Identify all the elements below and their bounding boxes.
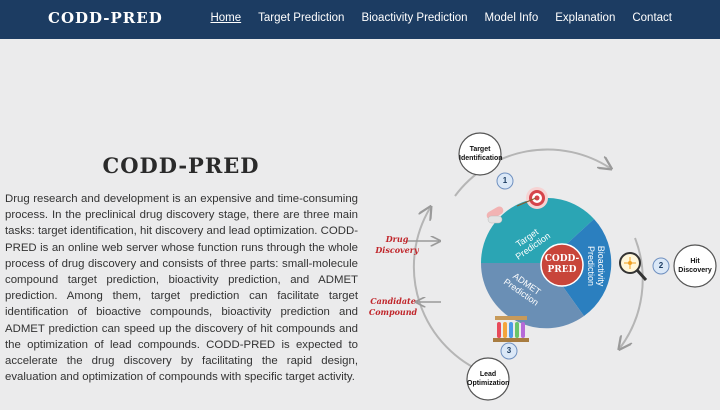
workflow-graphic bbox=[407, 132, 717, 401]
stage-target-identification-circle bbox=[458, 132, 502, 176]
nav-link-model-info[interactable]: Model Info bbox=[484, 12, 539, 24]
brand-logo[interactable]: CODD-PRED bbox=[48, 9, 163, 27]
step-3-number: 3 bbox=[506, 346, 512, 355]
nav-link-home[interactable]: Home bbox=[210, 12, 242, 24]
cycle-arc-left bbox=[412, 208, 486, 374]
magnifier-icon bbox=[619, 252, 648, 282]
step-2-marker bbox=[652, 257, 670, 275]
segment-target-prediction bbox=[480, 197, 594, 263]
navbar: CODD-PRED Home Target Prediction Bioacti… bbox=[0, 0, 720, 39]
drug-discovery-label: Drug Discovery bbox=[375, 234, 419, 255]
segment-bioactivity-prediction-label: Bioactivity Prediction bbox=[586, 245, 606, 287]
pill-icon bbox=[486, 206, 504, 224]
candidate-compound-label: Candidate Compound bbox=[368, 296, 418, 317]
step-1-number: 1 bbox=[502, 176, 508, 185]
center-label: CODD-PRED bbox=[544, 254, 580, 275]
hero-description: Drug research and development is an expe… bbox=[5, 193, 358, 384]
target-icon bbox=[516, 187, 548, 209]
workflow-diagram: Target Identification Hit Discovery Lead… bbox=[365, 128, 720, 408]
stage-lead-optimization-circle bbox=[466, 357, 510, 401]
segment-admet-prediction bbox=[480, 263, 584, 329]
cycle-arc-right bbox=[620, 237, 644, 348]
step-2-number: 2 bbox=[658, 261, 664, 270]
stage-hit-discovery-circle bbox=[673, 244, 717, 288]
step-1-marker bbox=[496, 172, 514, 190]
nav-link-target-prediction[interactable]: Target Prediction bbox=[258, 12, 345, 24]
step-3-marker bbox=[500, 342, 518, 360]
nav-links: Home Target Prediction Bioactivity Predi… bbox=[210, 12, 672, 24]
center-circle bbox=[540, 243, 584, 287]
nav-link-bioactivity-prediction[interactable]: Bioactivity Prediction bbox=[361, 12, 468, 24]
nav-link-contact[interactable]: Contact bbox=[632, 12, 672, 24]
stage-hit-discovery-label: Hit Discovery bbox=[678, 258, 712, 274]
hero-title: CODD-PRED bbox=[102, 153, 260, 178]
stage-lead-optimization-label: Lead Optimization bbox=[467, 371, 510, 387]
test-tubes-icon bbox=[493, 316, 529, 342]
cycle-arc-top bbox=[454, 148, 610, 197]
stage-target-identification-label: Target Identification bbox=[459, 146, 503, 162]
nav-link-explanation[interactable]: Explanation bbox=[555, 12, 616, 24]
